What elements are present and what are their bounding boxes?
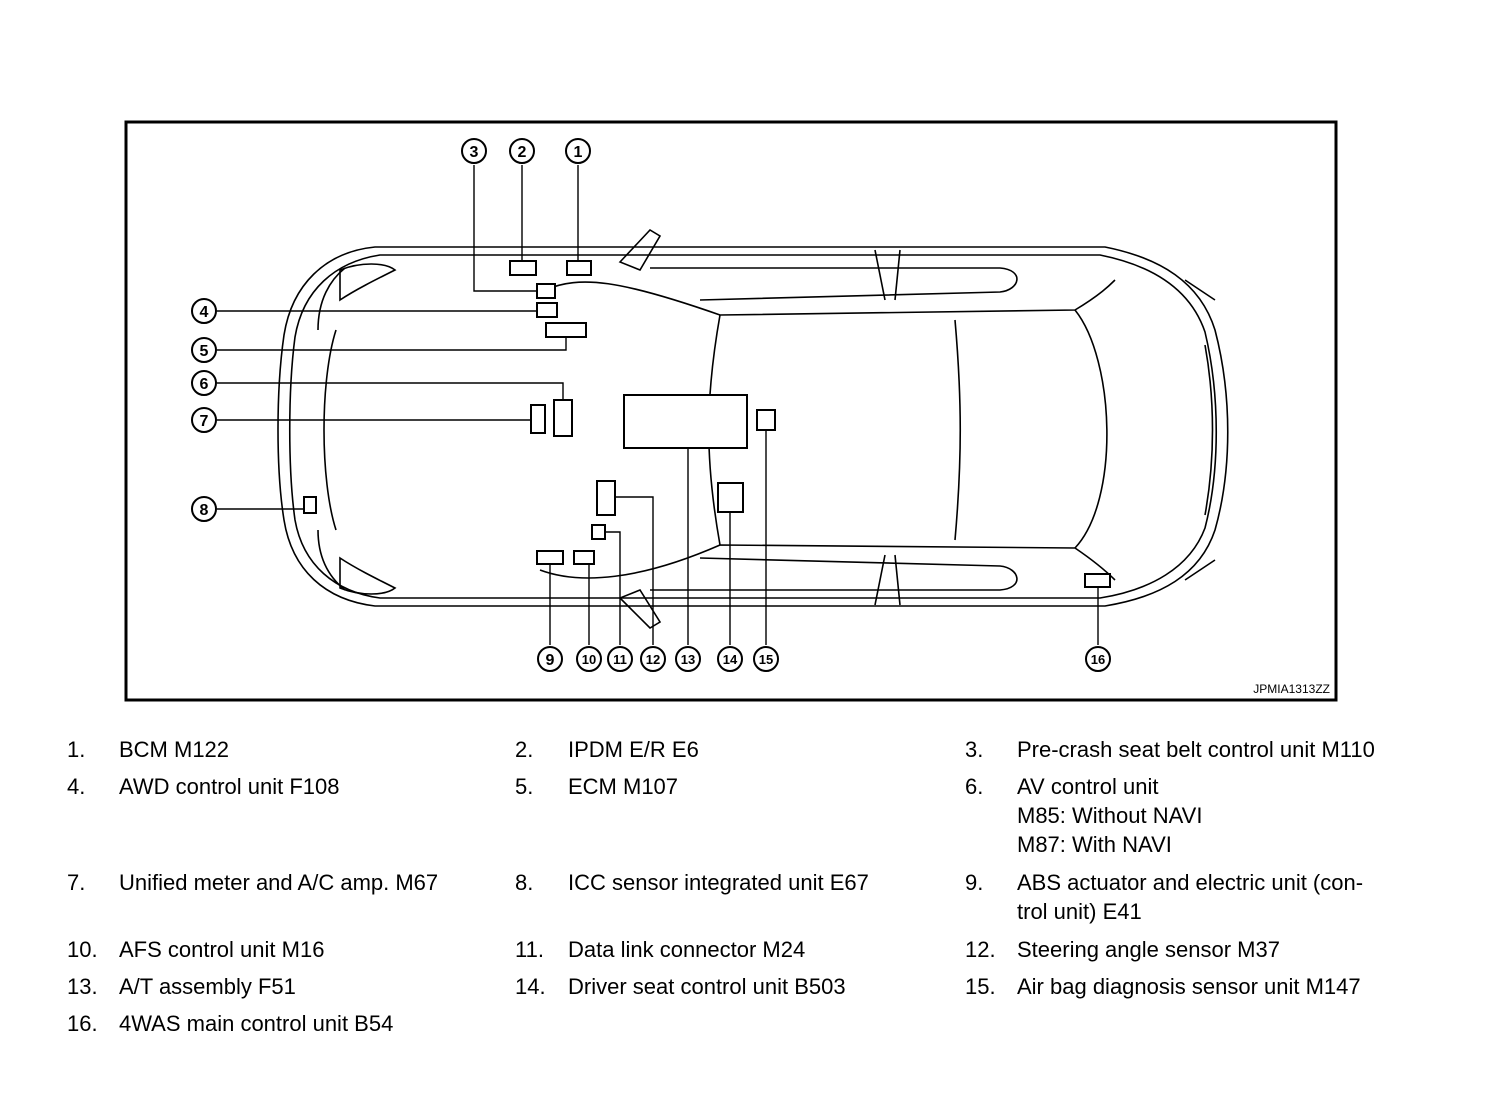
legend-text: AV control unit [1017,774,1159,799]
leader-lines [217,165,1099,645]
callout-9-label: 9 [546,652,555,669]
callout-3-label: 3 [470,144,479,161]
callout-16-label: 16 [1091,652,1105,667]
legend-num: 16. [67,1011,98,1036]
diagram-frame [124,120,1338,702]
component-7-meter [530,404,546,434]
callout-12-label: 12 [646,652,660,667]
callout-5: 5 [191,337,217,363]
callout-15-label: 15 [759,652,773,667]
callout-10-label: 10 [582,652,596,667]
callout-16: 16 [1085,646,1111,672]
callout-2-label: 2 [518,144,527,161]
callout-8: 8 [191,496,217,522]
callout-8-label: 8 [200,502,209,519]
legend-num: 11. [515,937,544,962]
legend-num: 6. [965,774,984,799]
legend-text: AWD control unit F108 [119,774,340,799]
component-4-awd [536,302,558,318]
car-outline [277,228,1229,630]
callout-4-label: 4 [200,304,209,321]
legend-text: Pre-crash seat belt control unit M110 [1017,737,1375,762]
component-2-ipdm [509,260,537,276]
callout-markers: 1 2 3 4 5 6 7 8 9 10 11 12 13 14 15 16 [191,138,1111,672]
legend-num: 7. [67,870,86,895]
legend-text: ABS actuator and electric unit (con- [1017,870,1364,895]
callout-13: 13 [675,646,701,672]
callout-5-label: 5 [200,343,209,360]
callout-3: 3 [461,138,487,164]
legend-text: M85: Without NAVI [1017,803,1203,828]
callout-14-label: 14 [723,652,738,667]
callout-15: 15 [753,646,779,672]
callout-12: 12 [640,646,666,672]
callout-1: 1 [565,138,591,164]
legend-text: M87: With NAVI [1017,832,1172,857]
legend-text: A/T assembly F51 [119,974,296,999]
legend-num: 13. [67,974,98,999]
legend-text: Driver seat control unit B503 [568,974,846,999]
legend-num: 15. [965,974,996,999]
legend-text: AFS control unit M16 [119,937,325,962]
legend-num: 1. [67,737,86,762]
legend-text: Steering angle sensor M37 [1017,937,1280,962]
legend-num: 5. [515,774,534,799]
callout-14: 14 [717,646,743,672]
figure-id: JPMIA1313ZZ [1253,682,1330,696]
callout-11-label: 11 [613,652,627,667]
component-boxes [303,260,1111,588]
callout-11: 11 [607,646,633,672]
component-1-bcm [566,260,592,276]
legend-text: 4WAS main control unit B54 [119,1011,394,1036]
legend-num: 12. [965,937,996,962]
callout-7: 7 [191,407,217,433]
callout-6: 6 [191,370,217,396]
legend-num: 4. [67,774,86,799]
legend-text: BCM M122 [119,737,230,762]
legend-num: 2. [515,737,534,762]
legend-text: trol unit) E41 [1017,899,1142,924]
legend-text: Data link connector M24 [568,937,806,962]
legend-num: 14. [515,974,546,999]
component-10-afs [573,550,595,565]
legend-num: 9. [965,870,984,895]
callout-9: 9 [537,646,563,672]
legend-text: ECM M107 [568,774,679,799]
legend-text: ICC sensor integrated unit E67 [568,870,869,895]
legend-text: IPDM E/R E6 [568,737,699,762]
callout-13-label: 13 [681,652,695,667]
component-8-icc [303,496,317,514]
callout-4: 4 [191,298,217,324]
legend-text: Air bag diagnosis sensor unit M147 [1017,974,1361,999]
callout-1-label: 1 [574,144,583,161]
legend-text: Unified meter and A/C amp. M67 [119,870,439,895]
legend-num: 3. [965,737,984,762]
component-13-at [623,394,748,449]
callout-6-label: 6 [200,376,209,393]
callout-10: 10 [576,646,602,672]
callout-2: 2 [509,138,535,164]
component-12-steering [596,480,616,516]
legend-num: 10. [67,937,98,962]
legend-num: 8. [515,870,534,895]
callout-7-label: 7 [200,413,209,430]
